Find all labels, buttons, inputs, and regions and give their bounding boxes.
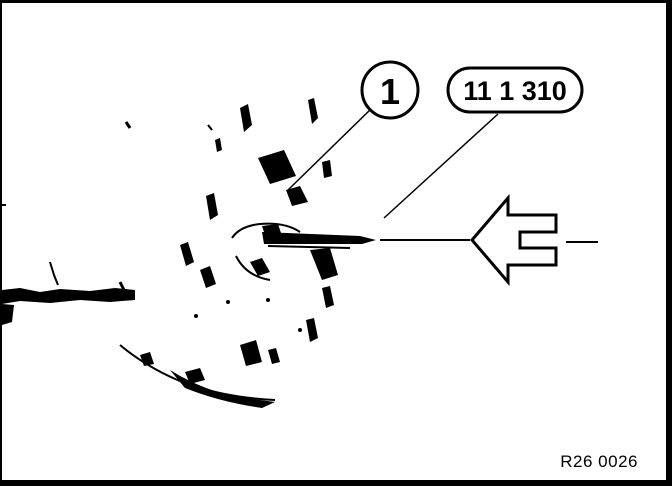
leader-line-tool	[383, 113, 499, 219]
special-tool-shaft	[262, 232, 376, 249]
callout-item-1-label: 1	[380, 71, 400, 112]
callout-tool-number: 11 1 310	[446, 66, 584, 114]
engine-block	[0, 204, 135, 325]
flywheel-disc	[119, 98, 338, 408]
figure-code: R26 0026	[560, 452, 638, 471]
direction-arrow	[380, 193, 598, 287]
callout-item-1: 1	[360, 60, 420, 120]
callout-tool-number-label: 11 1 310	[463, 76, 567, 106]
leader-line-1	[287, 107, 373, 191]
